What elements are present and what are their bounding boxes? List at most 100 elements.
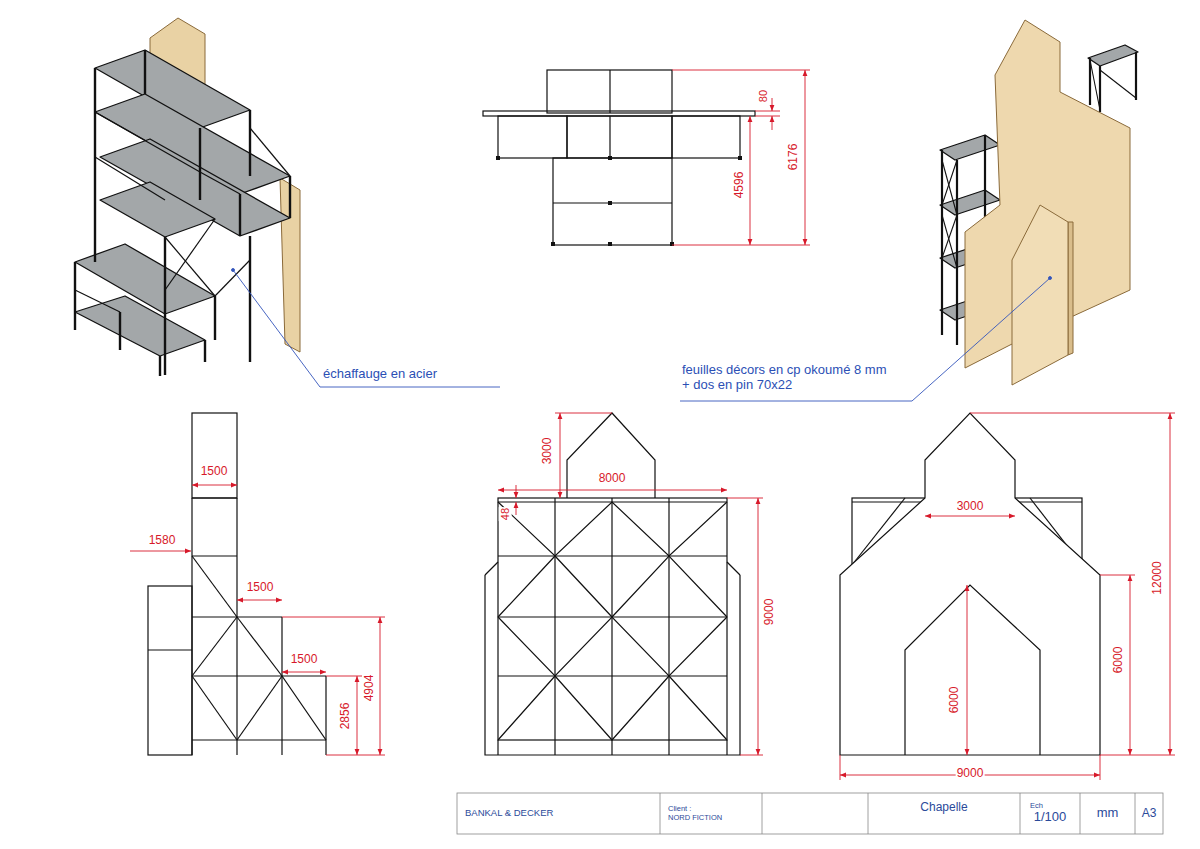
title-block-text: Ech — [1030, 802, 1043, 811]
title-block-text: mm — [1097, 806, 1119, 821]
front-elevation-part — [567, 413, 655, 498]
iso-scaffold-left-part — [119, 312, 121, 350]
iso-decor-right-part — [942, 160, 957, 205]
dimension-lines-part — [192, 485, 237, 486]
dimension-value: 48 — [499, 507, 512, 521]
plan-view-part — [496, 156, 742, 246]
iso-scaffold-left-part — [95, 157, 165, 200]
iso-scaffold-left-part — [159, 356, 161, 376]
side-elevation-part — [192, 555, 237, 556]
iso-decor-right-part — [942, 160, 957, 215]
dimension-lines-part — [282, 672, 326, 673]
side-elevation-part — [148, 586, 192, 755]
leader-line-part — [233, 270, 500, 387]
dimension-lines-part — [755, 111, 780, 112]
plan-view-part — [608, 242, 612, 246]
iso-decor-right-part — [941, 150, 943, 335]
dimension-value: 1580 — [148, 534, 177, 548]
dimension-lines-part — [237, 600, 282, 601]
iso-decor-right-part — [1100, 70, 1136, 98]
dimension-value: 3000 — [541, 437, 555, 466]
iso-scaffold-left — [75, 18, 300, 376]
iso-decor-right — [940, 20, 1138, 385]
title-block-cell: BANKAL & DECKER — [457, 793, 660, 834]
plan-view-part — [547, 70, 672, 113]
dimension-lines-part — [740, 755, 763, 756]
dimension-lines-part — [772, 116, 773, 130]
iso-decor-right-part — [1135, 52, 1137, 100]
callout-note: échaffauge en acier — [322, 367, 438, 382]
plan-view-part — [551, 242, 555, 246]
front-elevation-part — [498, 555, 727, 556]
iso-decor-right-part — [1090, 60, 1100, 110]
dimension-lines-part — [357, 676, 358, 755]
front-elevation-part — [485, 562, 498, 575]
dimension-lines-part — [380, 617, 381, 755]
iso-scaffold-left-part — [75, 296, 205, 356]
rear-elevation-part — [905, 585, 1040, 755]
side-elevation-part — [192, 739, 326, 740]
title-block-frame — [457, 793, 1163, 834]
plan-view-part — [498, 116, 567, 158]
iso-scaffold-left-part — [100, 182, 215, 237]
title-block-cell: Chapelle — [868, 793, 1020, 834]
plan-view-part — [567, 116, 672, 158]
dimension-value: 80 — [757, 89, 770, 103]
dimension-value: 6000 — [1112, 646, 1126, 675]
side-elevation-part — [192, 497, 237, 498]
plan-view-part — [609, 70, 610, 113]
dimension-value: 6000 — [948, 686, 962, 715]
dimension-lines-part — [1130, 575, 1131, 755]
dimension-lines-part — [282, 617, 385, 618]
iso-scaffold-left-part — [144, 50, 146, 94]
dimension-lines-part — [1100, 755, 1175, 756]
dimension-lines — [498, 413, 763, 755]
title-block-cell: Ech1/100 — [1020, 793, 1080, 834]
iso-decor-right-part — [1012, 205, 1068, 385]
title-block-frame-part — [457, 793, 1163, 834]
title-block-frame-part — [762, 793, 763, 834]
dimension-lines — [130, 485, 385, 755]
leader-line-part — [680, 278, 1050, 401]
side-elevation-part — [237, 617, 282, 676]
dimension-lines — [840, 413, 1175, 780]
side-elevation-part — [237, 676, 282, 740]
dimension-lines-part — [805, 70, 806, 245]
title-block-text: Client : — [668, 805, 691, 814]
dimension-value: 4596 — [733, 171, 747, 200]
iso-scaffold-left-part — [75, 50, 290, 356]
dimension-lines-part — [750, 116, 751, 245]
title-block-cell: A3 — [1135, 793, 1163, 834]
side-elevation-part — [281, 617, 282, 755]
title-block-text: NORD FICTION — [668, 814, 722, 823]
plan-view-part — [738, 156, 742, 160]
iso-scaffold-left-part — [100, 139, 290, 236]
iso-scaffold-left-part — [249, 110, 251, 176]
side-elevation-part — [191, 498, 192, 755]
dimension-value: 2856 — [339, 702, 353, 731]
side-elevation-part — [148, 649, 192, 650]
dimension-lines-part — [516, 502, 517, 515]
dimension-value: 1500 — [200, 465, 229, 479]
iso-scaffold-left-part — [95, 112, 200, 172]
front-elevation-part — [498, 556, 727, 617]
dimension-value: 12000 — [1151, 560, 1165, 595]
iso-scaffold-left-part — [164, 237, 166, 314]
dimension-lines-part — [970, 413, 1175, 414]
title-block-frame-part — [1080, 793, 1081, 834]
side-elevation-part — [282, 676, 326, 740]
iso-scaffold-left-part — [75, 50, 290, 376]
iso-scaffold-left-part — [250, 128, 290, 176]
title-block-frame-part — [868, 793, 869, 834]
plan-view-part — [483, 111, 755, 116]
iso-scaffold-left-part — [165, 237, 215, 296]
dimension-value: 6176 — [787, 143, 801, 172]
iso-decor-right-part — [942, 215, 957, 268]
dimension-lines-part — [840, 755, 841, 780]
plan-view-part — [608, 156, 612, 160]
dimension-value: 3000 — [956, 500, 985, 514]
side-elevation-part — [192, 413, 237, 498]
iso-scaffold-left-part — [214, 296, 216, 340]
iso-scaffold-left-part — [204, 340, 206, 362]
dimension-lines-part — [755, 116, 780, 117]
